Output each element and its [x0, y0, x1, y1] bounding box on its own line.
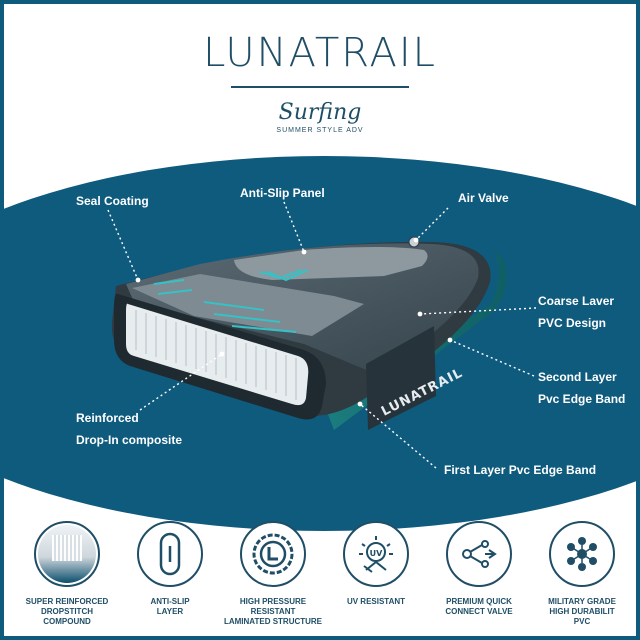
feature-caption: UV RESISTANT	[346, 597, 406, 606]
label-anti-slip-panel: Anti-Slip Panel	[240, 186, 325, 200]
leader-lines	[107, 201, 537, 469]
label-second-layer-line2: Pvc Edge Band	[538, 392, 626, 407]
board-illustration: LUNATRAIL	[107, 201, 537, 469]
dropstitch-fibers	[135, 310, 297, 400]
label-reinforced-line2: Drop-In composite	[76, 433, 183, 448]
label-seal-coating: Seal Coating	[76, 194, 149, 208]
label-second-layer: Second Layer Pvc Edge Band	[538, 370, 625, 407]
feature-military-pvc: MILITARY GRADE HIGH DURABILIT PVC	[529, 521, 635, 627]
brand-header: LUNATRAIL Surfing SUMMER STYLE ADV	[4, 30, 636, 134]
feature-valve: PREMIUM QUICK CONNECT VALVE	[426, 521, 532, 617]
label-first-layer: First Layer Pvc Edge Band	[444, 463, 597, 477]
board-brand-panel	[366, 326, 436, 430]
dropstitch-swatch-icon	[34, 521, 100, 587]
label-air-valve: Air Valve	[458, 191, 509, 205]
dropstitch-core	[126, 303, 309, 406]
surfboard-icon	[137, 521, 203, 587]
feature-caption: HIGH PRESSURE RESISTANT LAMINATED STRUCT…	[223, 597, 323, 626]
svg-text:UV: UV	[370, 549, 383, 558]
product-script-title: Surfing	[278, 100, 362, 125]
uv-icon: UV	[343, 521, 409, 587]
brand-divider	[231, 86, 409, 88]
brand-logo: LUNATRAIL	[203, 30, 437, 76]
brand-tagline: SUMMER STYLE ADV	[276, 127, 364, 134]
feature-caption: SUPER REINFORCED DROPSTITCH COMPOUND	[25, 597, 109, 626]
feature-anti-slip: ANTI-SLIP LAYER	[117, 521, 223, 617]
label-coarse-layer-line2: PVC Design	[538, 316, 607, 331]
feature-dropstitch: SUPER REINFORCED DROPSTITCH COMPOUND	[14, 521, 120, 627]
feature-row: SUPER REINFORCED DROPSTITCH COMPOUND ANT…	[4, 521, 636, 636]
pressure-gauge-icon	[240, 521, 306, 587]
feature-uv: UV UV RESISTANT	[323, 521, 429, 607]
valve-connect-icon	[446, 521, 512, 587]
label-second-layer-line1: Second Layer	[538, 370, 617, 384]
label-coarse-layer: Coarse Laver PVC Design	[538, 294, 614, 331]
feature-caption: PREMIUM QUICK CONNECT VALVE	[445, 597, 513, 616]
leader-dots	[135, 237, 453, 407]
label-reinforced-line1: Reinforced	[76, 411, 139, 425]
label-reinforced: Reinforced Drop-In composite	[76, 411, 182, 448]
anti-slip-pad-front	[234, 247, 428, 280]
feature-caption: MILITARY GRADE HIGH DURABILIT PVC	[548, 597, 616, 626]
hexagon-molecule-icon	[549, 521, 615, 587]
feature-caption: ANTI-SLIP LAYER	[150, 597, 190, 616]
teal-deck-stripes	[153, 269, 309, 333]
feature-high-pressure: HIGH PRESSURE RESISTANT LAMINATED STRUCT…	[220, 521, 326, 627]
label-coarse-layer-line1: Coarse Laver	[538, 294, 615, 308]
